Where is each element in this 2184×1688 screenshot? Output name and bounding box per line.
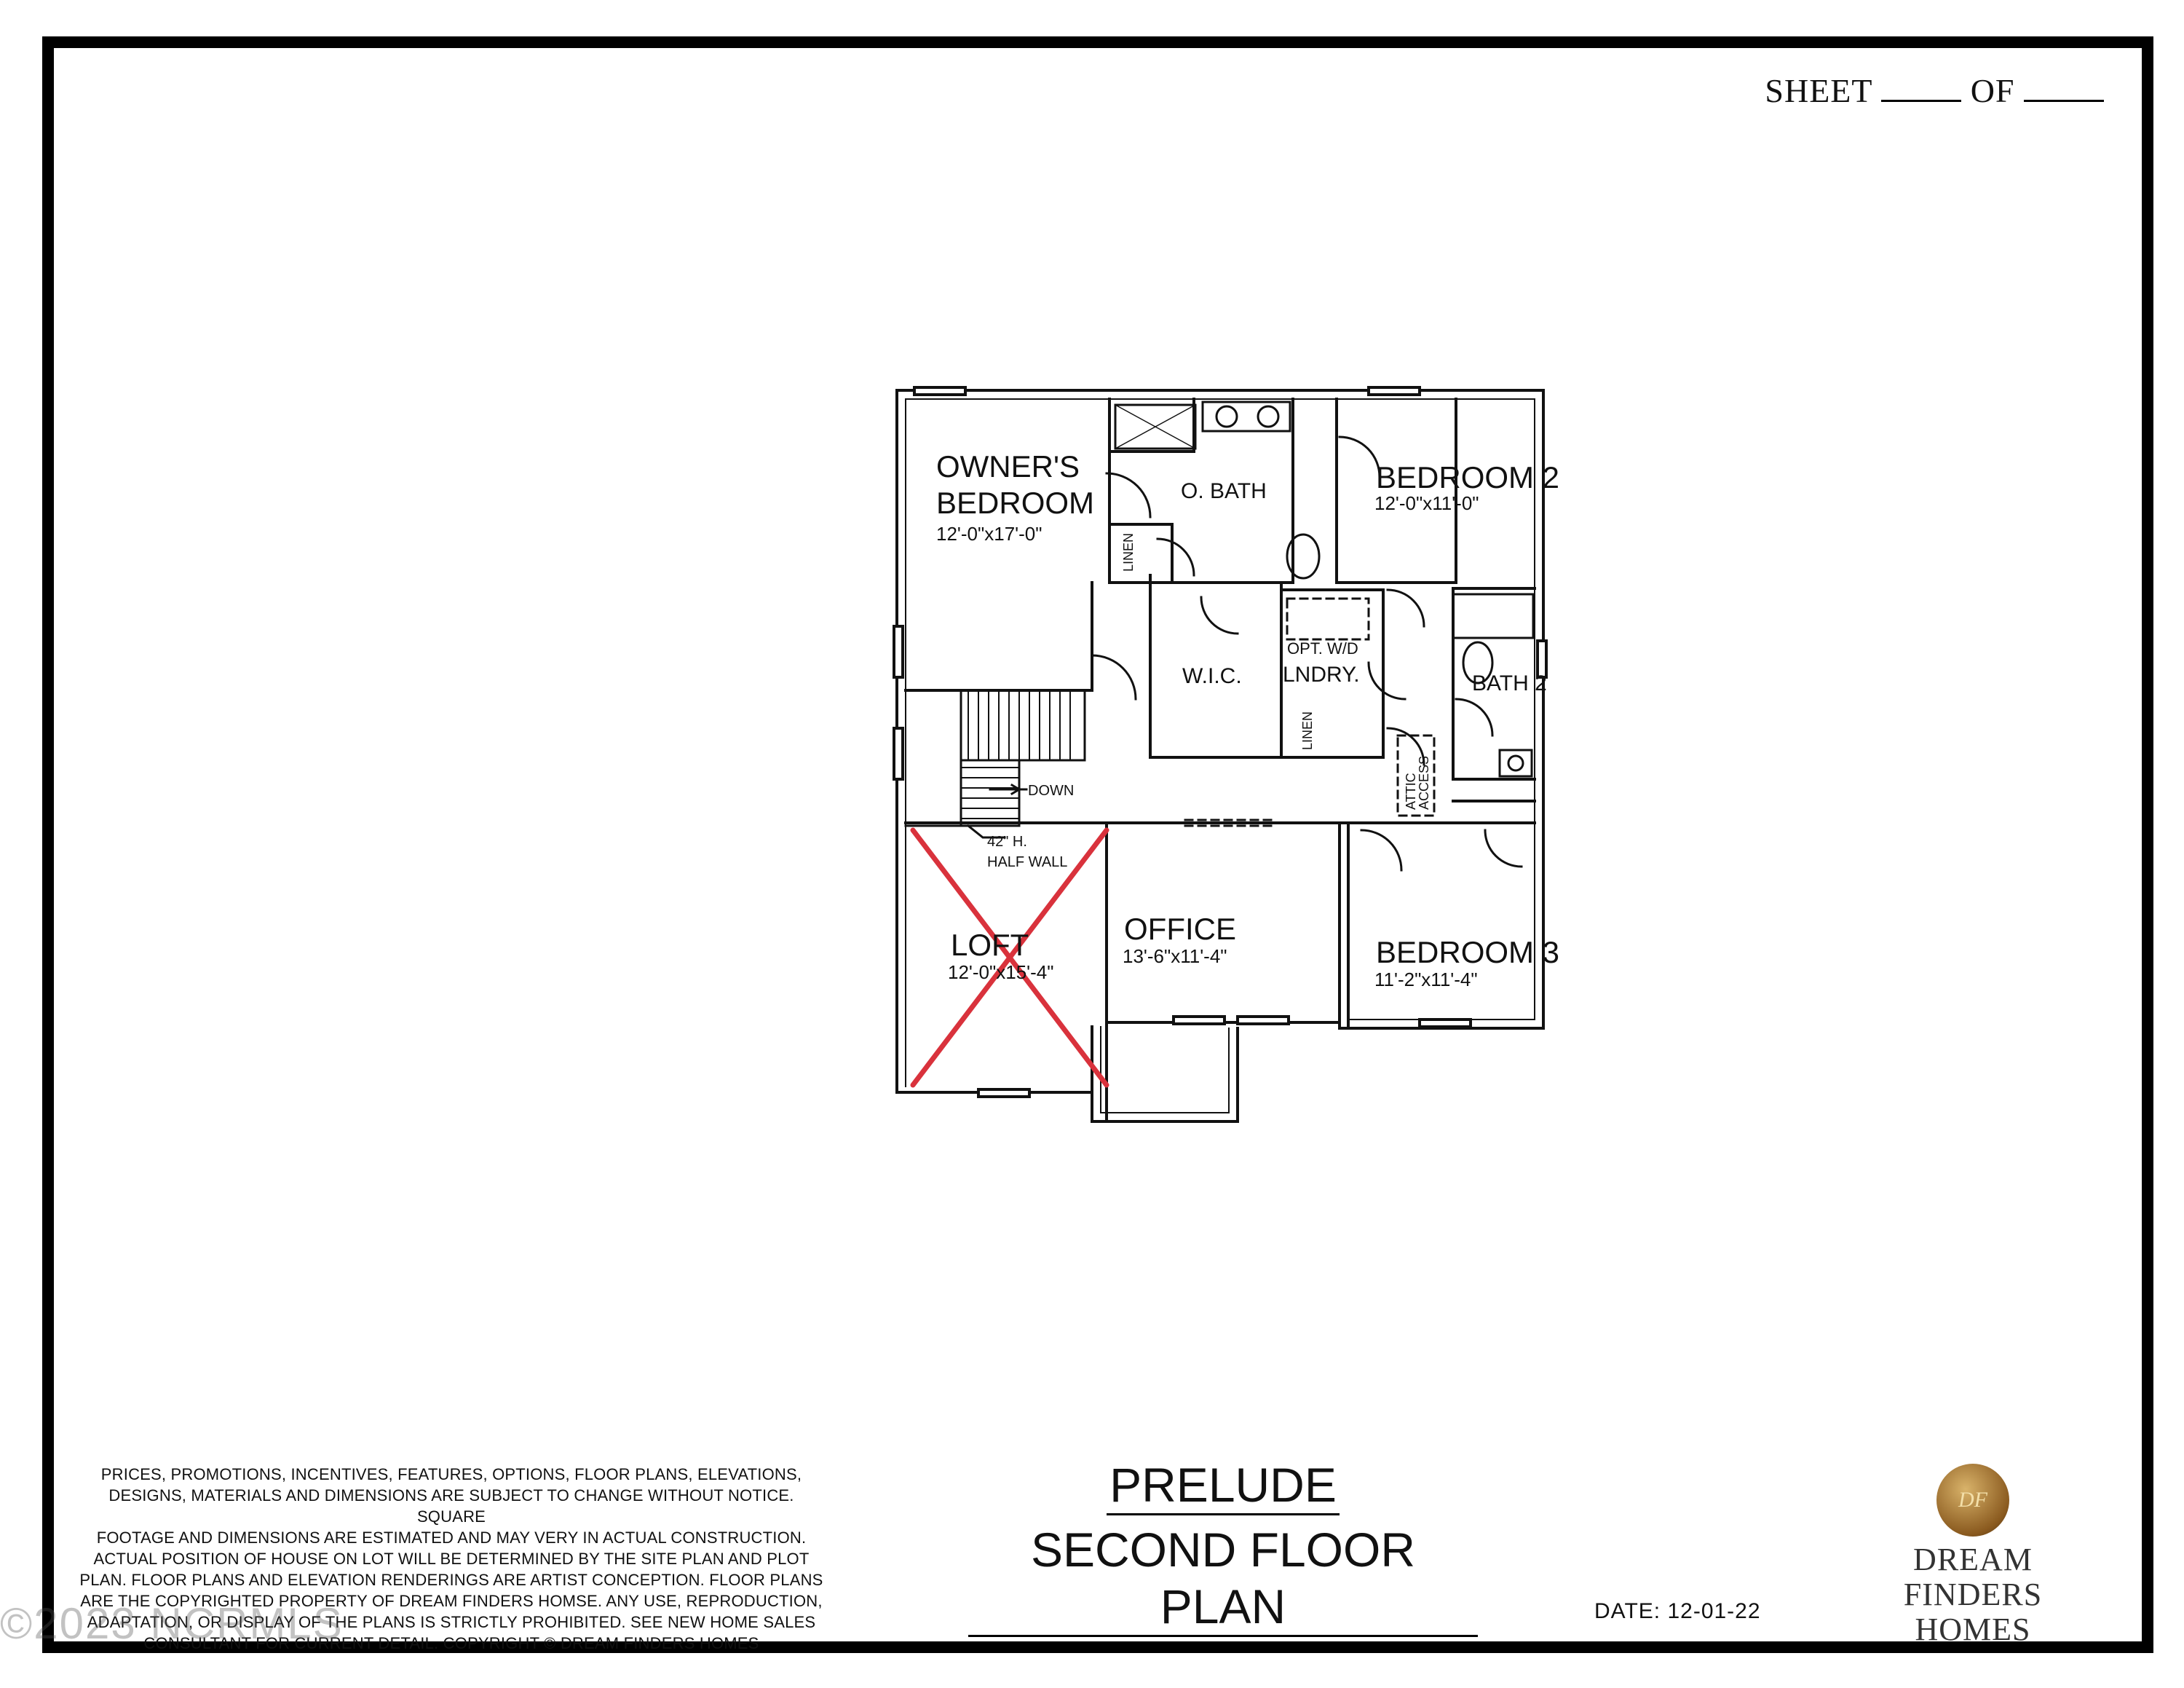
lndry-label: LNDRY.: [1283, 663, 1360, 687]
disclaimer-line: PRICES, PROMOTIONS, INCENTIVES, FEATURES…: [100, 1465, 802, 1483]
bedroom3-label: BEDROOM 3: [1376, 935, 1559, 969]
owners-bedroom-dim: 12'-0"x17'-0": [936, 523, 1042, 545]
half-wall-label-1: 42" H.: [987, 834, 1027, 850]
disclaimer-line: PLAN. FLOOR PLANS AND ELEVATION RENDERIN…: [79, 1571, 823, 1589]
plan-title-block: PRELUDE SECOND FLOOR PLAN: [968, 1456, 1478, 1637]
loft-strike-mark: [910, 827, 1109, 1088]
bedroom2-dim: 12'-0"x11'-0": [1374, 492, 1479, 514]
attic-access-label-2: ACCESS: [1417, 756, 1431, 810]
sheet-number-label: SHEET OF: [1765, 71, 2104, 110]
owners-bedroom-label-1: OWNER'S: [936, 449, 1080, 484]
half-wall-leader: [904, 824, 1006, 839]
seal-icon: DF: [1936, 1464, 2009, 1537]
linen1-label: LINEN: [1121, 533, 1136, 572]
dashed-elements: [1184, 597, 1436, 827]
legal-disclaimer: PRICES, PROMOTIONS, INCENTIVES, FEATURES…: [73, 1464, 830, 1654]
o-bath-label: O. BATH: [1181, 479, 1267, 503]
logo-line1: DREAM FINDERS: [1903, 1542, 2043, 1612]
disclaimer-line: ADAPTATION, OR DISPLAY OF THE PLANS IS S…: [87, 1613, 816, 1631]
sheet-word: SHEET: [1765, 72, 1872, 109]
bath-fixtures: [1114, 401, 1535, 778]
door-swings: [1091, 435, 1523, 872]
disclaimer-line: ACTUAL POSITION OF HOUSE ON LOT WILL BE …: [93, 1550, 810, 1568]
bath2-label: BATH 2: [1472, 671, 1547, 695]
plan-subtitle: SECOND FLOOR PLAN: [968, 1521, 1478, 1637]
bedroom3-dim: 11'-2"x11'-4": [1374, 969, 1478, 990]
disclaimer-line: CONSULTANT FOR CURRENT DETAIL. COPYRIGHT…: [143, 1634, 759, 1652]
builder-logo: DF DREAM FINDERS HOMES: [1849, 1464, 2097, 1647]
staircase: [960, 689, 1086, 827]
half-wall-label-2: HALF WALL: [987, 854, 1067, 870]
interior-walls: [904, 398, 1536, 1030]
plan-name-title: PRELUDE: [1107, 1456, 1340, 1515]
office-bay: [1091, 1025, 1239, 1123]
mls-watermark: ©2023 NCRMLS: [0, 1599, 344, 1648]
loft-dim: 12'-0"x15'-4": [948, 961, 1053, 983]
plan-date: DATE: 12-01-22: [1594, 1599, 1761, 1623]
sheet-border: [42, 36, 2153, 1653]
loft-label: LOFT: [951, 928, 1029, 962]
attic-access-label-1: ATTIC: [1404, 773, 1418, 810]
sheet-number-blank: [1881, 75, 1962, 102]
owners-bedroom-label-2: BEDROOM: [936, 486, 1094, 520]
office-label: OFFICE: [1124, 912, 1236, 946]
down-label: DOWN: [1028, 783, 1074, 799]
sheet-total-blank: [2024, 75, 2104, 102]
disclaimer-line: FOOTAGE AND DIMENSIONS ARE ESTIMATED AND…: [96, 1529, 807, 1547]
wic-label: W.I.C.: [1182, 664, 1242, 688]
bedroom2-label: BEDROOM 2: [1376, 460, 1559, 494]
disclaimer-line: DESIGNS, MATERIALS AND DIMENSIONS ARE SU…: [108, 1486, 794, 1526]
of-word: OF: [1970, 72, 2015, 109]
windows: [893, 386, 1548, 1098]
office-dim: 13'-6"x11'-4": [1123, 945, 1227, 967]
linen2-label: LINEN: [1300, 711, 1315, 750]
logo-line2: HOMES: [1915, 1612, 2031, 1647]
opt-wd-label: OPT. W/D: [1287, 639, 1358, 658]
disclaimer-line: ARE THE COPYRIGHTED PROPERTY OF DREAM FI…: [80, 1592, 823, 1610]
